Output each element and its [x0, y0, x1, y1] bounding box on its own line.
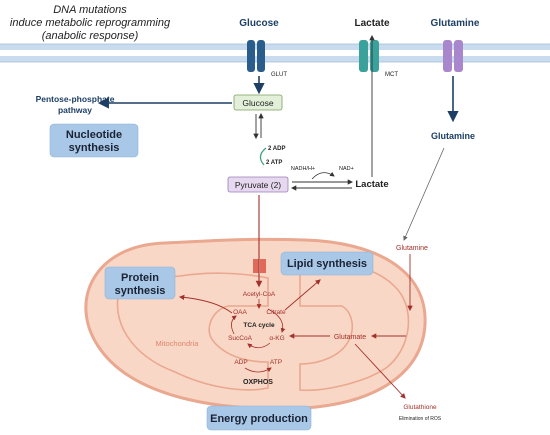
- ros-label: Elimination of ROS: [399, 416, 442, 422]
- nucleotide-label-line-1: Nucleotide: [66, 129, 122, 141]
- pyruvate-box-label: Pyruvate (2): [235, 180, 281, 190]
- figure-title: DNA mutations induce metabolic reprogram…: [10, 4, 171, 42]
- atp-conversion-curve: [259, 147, 267, 166]
- mito-glutamine-label: Glutamine: [396, 245, 428, 252]
- succoa-label: SucCoA: [228, 335, 253, 342]
- glucose-box-label: Glucose: [242, 98, 273, 108]
- glycolysis-atp-label: 2 ATP: [266, 160, 282, 166]
- oaa-label: OAA: [233, 309, 247, 316]
- glycolysis-adp-label: 2 ADP: [268, 146, 285, 152]
- tca-cycle-ring: [231, 308, 286, 349]
- acetyl-coa-label: Acetyl-CoA: [243, 291, 276, 298]
- title-line-3: (anabolic response): [42, 30, 139, 42]
- membrane-glutamine-label: Glutamine: [431, 18, 480, 29]
- energy-production-box: Energy production: [206, 405, 312, 431]
- glutathione-label: Glutathione: [403, 404, 437, 411]
- oaa-to-protein-arrow: [178, 294, 233, 314]
- glutamine-to-mito-arrow: [403, 147, 445, 241]
- nadh-label: NADH/H+: [291, 166, 315, 172]
- glut-label: GLUT: [271, 72, 287, 78]
- pentose-label-line-2: pathway: [58, 105, 92, 115]
- oxphos-label: OXPHOS: [243, 379, 273, 386]
- membrane-glucose-label: Glucose: [239, 18, 279, 29]
- nucleotide-synthesis-box: Nucleotide synthesis: [49, 123, 139, 158]
- lipid-synthesis-label: Lipid synthesis: [287, 258, 367, 270]
- cytoplasm-lactate-label: Lactate: [355, 179, 388, 190]
- lipid-synthesis-box: Lipid synthesis: [280, 251, 374, 276]
- title-line-1: DNA mutations: [53, 4, 127, 16]
- akg-label: α-KG: [269, 335, 284, 342]
- mitochondria-label: Mitochondria: [156, 339, 200, 348]
- oxphos-adp-label: ADP: [234, 359, 247, 366]
- glutamate-to-glutathione-arrow: [354, 343, 406, 399]
- tca-cycle-label: TCA cycle: [243, 322, 275, 329]
- pentose-label-line-1: Pentose-phosphate: [36, 94, 115, 104]
- glut-transporter-icon: [247, 40, 265, 72]
- glutamate-label: Glutamate: [334, 334, 366, 341]
- protein-label-line-1: Protein: [121, 272, 159, 284]
- mitochondrial-channel-icon: [253, 259, 266, 273]
- glutamine-transporter-icon: [443, 40, 463, 72]
- glucose-box: Glucose: [233, 94, 283, 111]
- title-line-2: induce metabolic reprogramming: [10, 17, 171, 29]
- membrane-lactate-label: Lactate: [354, 18, 389, 29]
- nucleotide-label-line-2: synthesis: [69, 142, 120, 154]
- protein-synthesis-box: Protein synthesis: [104, 266, 176, 300]
- nad-label: NAD+: [339, 166, 354, 172]
- citrate-label: Citrate: [266, 309, 286, 316]
- cell-membrane: [0, 43, 550, 63]
- adp-to-atp-curve: [244, 367, 272, 373]
- glycolysis-reversible-arrow: [253, 112, 264, 140]
- protein-label-line-2: synthesis: [115, 285, 166, 297]
- nadh-curve: [311, 171, 335, 180]
- pyruvate-box: Pyruvate (2): [227, 176, 289, 193]
- citrate-to-lipid-arrow: [284, 279, 321, 311]
- cytoplasm-glutamine-label: Glutamine: [431, 131, 475, 141]
- energy-production-label: Energy production: [210, 413, 308, 425]
- oxphos-atp-label: ATP: [270, 359, 282, 366]
- mct-label: MCT: [385, 72, 398, 78]
